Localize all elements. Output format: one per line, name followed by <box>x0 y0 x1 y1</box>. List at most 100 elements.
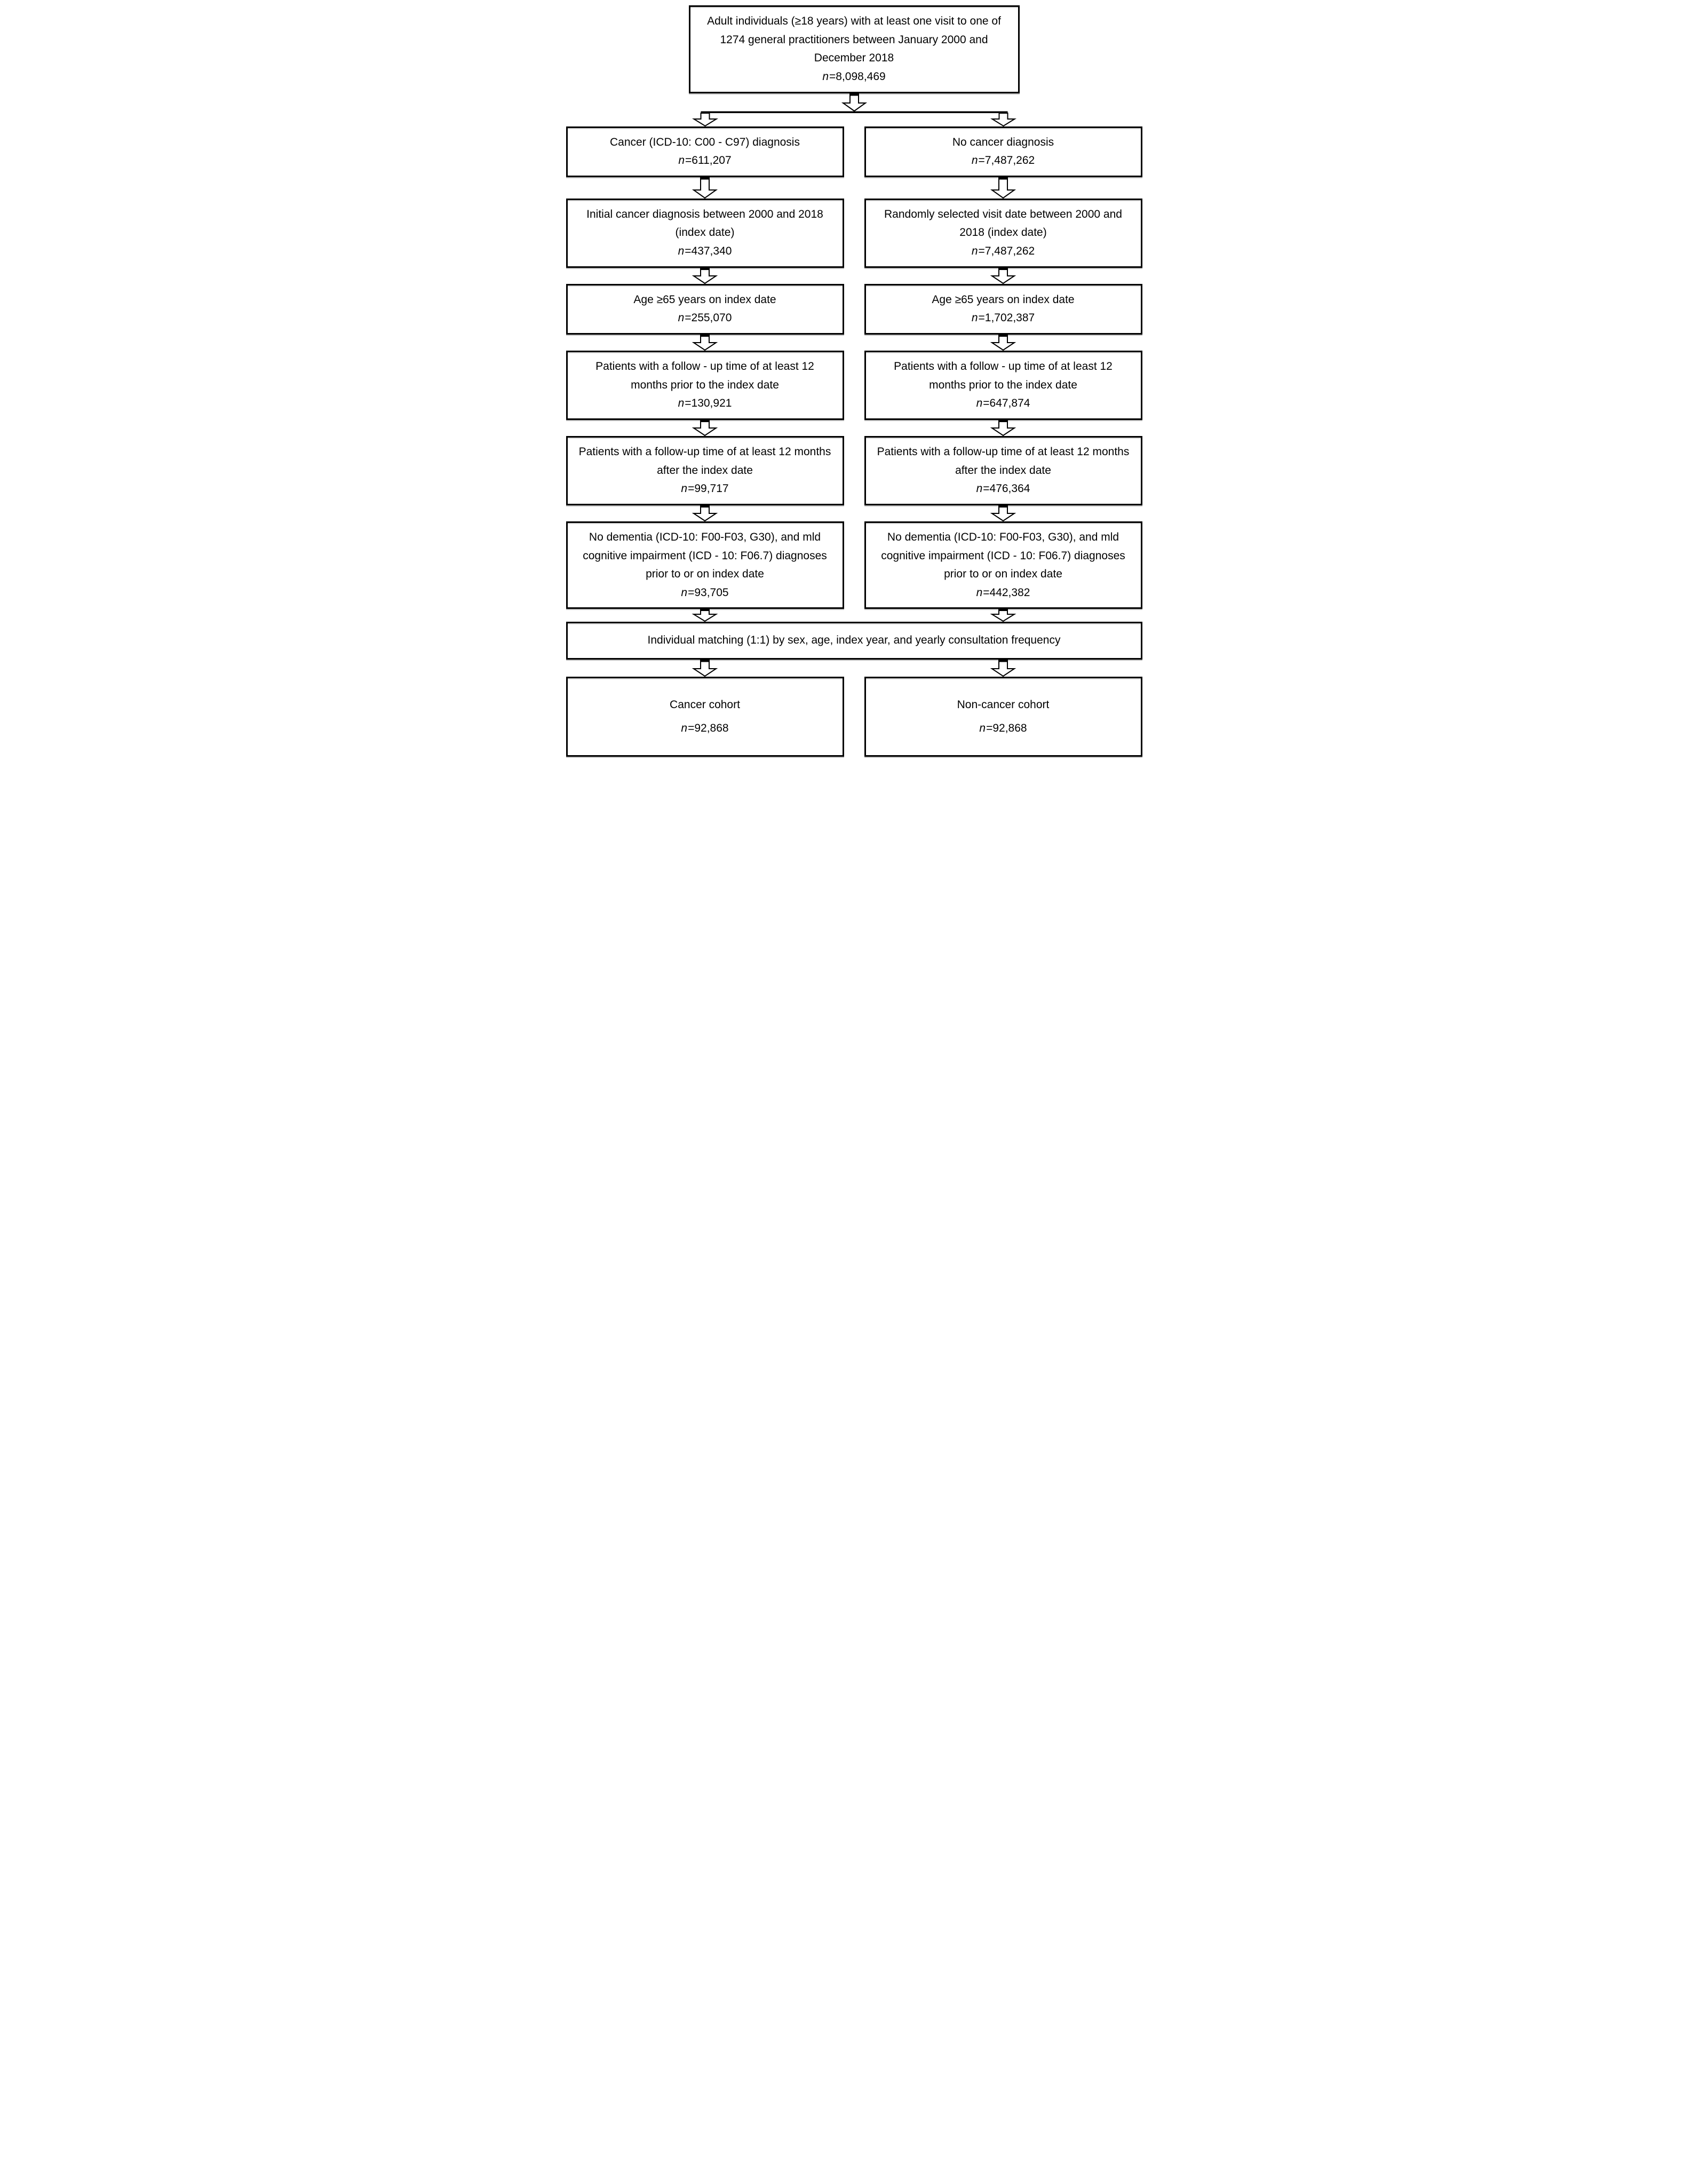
flow-row-diagnosis: Cancer (ICD-10: C00 - C97) diagnosis n=6… <box>566 126 1142 177</box>
box-followup-after-noncancer: Patients with a follow-up time of at lea… <box>864 435 1142 505</box>
flow-row-followup-prior: Patients with a follow - up time of at l… <box>566 351 1142 420</box>
box-text: Cancer cohort <box>670 698 740 711</box>
n-count: n=647,874 <box>876 394 1131 413</box>
n-symbol: n <box>971 245 978 258</box>
box-cancer-diagnosis: Cancer (ICD-10: C00 - C97) diagnosis n=6… <box>566 126 844 177</box>
box-no-cancer-diagnosis: No cancer diagnosis n=7,487,262 <box>864 126 1142 177</box>
box-followup-prior-noncancer: Patients with a follow - up time of at l… <box>864 351 1142 420</box>
n-count: n=93,705 <box>577 584 833 603</box>
n-value: =130,921 <box>685 397 732 410</box>
box-text: Patients with a follow - up time of at l… <box>595 360 814 391</box>
n-value: =93,705 <box>688 586 729 599</box>
n-symbol: n <box>976 482 983 495</box>
n-symbol: n <box>976 397 983 410</box>
box-source-population: Adult individuals (≥18 years) with at le… <box>688 5 1020 93</box>
flow-row-cohorts: Cancer cohort n=92,868 Non-cancer cohort… <box>566 677 1142 757</box>
box-text: Age ≥65 years on index date <box>932 293 1075 306</box>
n-value: =8,098,469 <box>829 70 886 83</box>
box-text: Initial cancer diagnosis between 2000 an… <box>586 208 823 239</box>
flow-row-no-dementia: No dementia (ICD-10: F00-F03, G30), and … <box>566 521 1142 609</box>
box-text: Randomly selected visit date between 200… <box>884 208 1122 239</box>
arrow-zone <box>566 660 1142 677</box>
box-followup-after-cancer: Patients with a follow-up time of at lea… <box>566 435 844 505</box>
arrow-zone <box>566 177 1142 199</box>
n-symbol: n <box>681 586 688 599</box>
n-symbol: n <box>971 312 978 324</box>
box-text: No dementia (ICD-10: F00-F03, G30), and … <box>583 530 827 581</box>
box-text: Cancer (ICD-10: C00 - C97) diagnosis <box>610 136 800 148</box>
n-symbol: n <box>678 312 685 324</box>
arrow-zone <box>566 267 1142 284</box>
box-text: Patients with a follow-up time of at lea… <box>578 445 831 477</box>
flow-row-age: Age ≥65 years on index date n=255,070 Ag… <box>566 283 1142 335</box>
box-text: Non-cancer cohort <box>957 698 1050 711</box>
flow-row-followup-after: Patients with a follow-up time of at lea… <box>566 435 1142 505</box>
n-value: =611,207 <box>685 154 732 167</box>
n-value: =255,070 <box>685 312 732 324</box>
n-symbol: n <box>681 722 688 734</box>
down-arrow-icon <box>990 335 1016 351</box>
n-count: n=92,868 <box>876 719 1131 738</box>
n-symbol: n <box>976 586 983 599</box>
n-symbol: n <box>678 154 685 167</box>
n-symbol: n <box>678 245 685 258</box>
n-value: =92,868 <box>688 722 729 734</box>
box-text: No cancer diagnosis <box>952 136 1054 148</box>
n-symbol: n <box>979 722 986 734</box>
box-cancer-cohort: Cancer cohort n=92,868 <box>566 677 844 757</box>
n-value: =1,702,387 <box>978 312 1035 324</box>
n-count: n=7,487,262 <box>876 152 1131 170</box>
box-text: Individual matching (1:1) by sex, age, i… <box>647 634 1061 647</box>
down-arrow-icon <box>692 177 718 199</box>
n-value: =442,382 <box>983 586 1030 599</box>
n-count: n=255,070 <box>577 309 833 328</box>
box-text: No dementia (ICD-10: F00-F03, G30), and … <box>881 530 1125 581</box>
n-count: n=437,340 <box>577 242 833 261</box>
box-followup-prior-cancer: Patients with a follow - up time of at l… <box>566 351 844 420</box>
n-count: n=611,207 <box>577 152 833 170</box>
box-text: Patients with a follow - up time of at l… <box>894 360 1113 391</box>
box-text: Patients with a follow-up time of at lea… <box>877 445 1130 477</box>
box-age65-cancer: Age ≥65 years on index date n=255,070 <box>566 283 844 335</box>
box-random-visit-date: Randomly selected visit date between 200… <box>864 198 1142 268</box>
n-count: n=92,868 <box>577 719 833 738</box>
down-arrow-icon <box>692 505 718 521</box>
n-value: =647,874 <box>983 397 1030 410</box>
n-count: n=130,921 <box>577 394 833 413</box>
arrow-zone <box>566 505 1142 521</box>
down-arrow-icon <box>692 335 718 351</box>
down-arrow-icon <box>692 267 718 284</box>
box-text: Adult individuals (≥18 years) with at le… <box>707 15 1001 65</box>
down-arrow-icon <box>990 177 1016 199</box>
box-no-dementia-noncancer: No dementia (ICD-10: F00-F03, G30), and … <box>864 521 1142 609</box>
down-arrow-icon <box>990 267 1016 284</box>
box-age65-noncancer: Age ≥65 years on index date n=1,702,387 <box>864 283 1142 335</box>
n-symbol: n <box>678 397 685 410</box>
n-count: n=1,702,387 <box>876 309 1131 328</box>
box-text: Age ≥65 years on index date <box>633 293 776 306</box>
n-count: n=476,364 <box>876 480 1131 498</box>
n-value: =476,364 <box>983 482 1030 495</box>
arrow-zone <box>566 335 1142 351</box>
box-noncancer-cohort: Non-cancer cohort n=92,868 <box>864 677 1142 757</box>
patient-selection-flowchart: Adult individuals (≥18 years) with at le… <box>561 0 1148 762</box>
down-arrow-icon <box>692 609 718 622</box>
arrow-zone <box>566 419 1142 436</box>
arrow-zone <box>566 609 1142 622</box>
down-arrow-icon <box>990 609 1016 622</box>
n-symbol: n <box>822 70 829 83</box>
n-value: =92,868 <box>986 722 1027 734</box>
n-symbol: n <box>681 482 688 495</box>
n-count: n=7,487,262 <box>876 242 1131 261</box>
split-connector <box>692 93 1016 126</box>
n-count: n=99,717 <box>577 480 833 498</box>
down-arrow-icon <box>692 660 718 677</box>
box-no-dementia-cancer: No dementia (ICD-10: F00-F03, G30), and … <box>566 521 844 609</box>
n-count: n=8,098,469 <box>700 68 1008 86</box>
n-value: =7,487,262 <box>978 245 1035 258</box>
n-value: =99,717 <box>688 482 729 495</box>
down-arrow-icon <box>990 505 1016 521</box>
n-symbol: n <box>971 154 978 167</box>
split-connector-zone <box>566 93 1142 126</box>
n-count: n=442,382 <box>876 584 1131 603</box>
